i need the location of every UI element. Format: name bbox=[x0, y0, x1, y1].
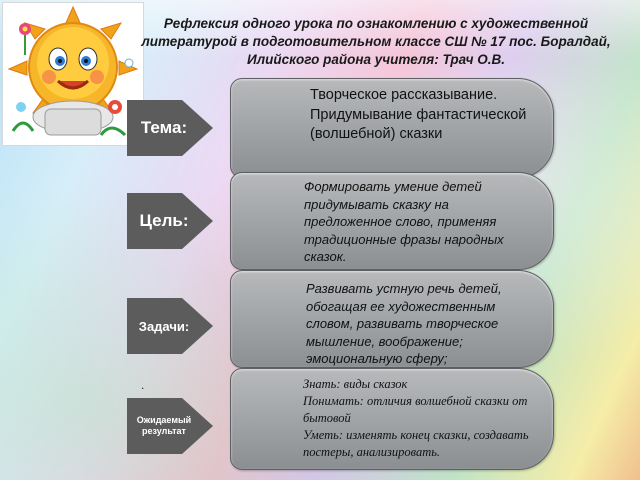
expected-understand-line: Понимать: отличия волшебной сказки от бы… bbox=[303, 394, 528, 425]
label-expected-result: Ожидаемый результат bbox=[136, 415, 192, 436]
banner-goal bbox=[230, 172, 554, 270]
arrow-label-tasks: Задачи: bbox=[127, 298, 213, 354]
banner-topic bbox=[230, 78, 554, 178]
expected-result-text: Знать: виды сказок Понимать: отличия вол… bbox=[303, 376, 541, 461]
banner-tasks bbox=[230, 270, 554, 368]
banner-expected-result bbox=[230, 368, 554, 470]
expected-know-line: Знать: виды сказок bbox=[303, 377, 408, 391]
label-tasks: Задачи: bbox=[138, 318, 190, 334]
tasks-text: Развивать устную речь детей, обогащая ее… bbox=[306, 281, 502, 366]
arrow-label-expected-result: Ожидаемый результат bbox=[127, 398, 213, 454]
arrow-label-topic: Тема: bbox=[127, 100, 213, 156]
label-topic: Тема: bbox=[140, 118, 188, 137]
sun-character-icon bbox=[7, 5, 139, 137]
arrow-label-goal: Цель: bbox=[127, 193, 213, 249]
stray-dot: . bbox=[141, 378, 145, 392]
label-goal: Цель: bbox=[139, 211, 189, 230]
goal-text: Формировать умение детей придумывать ска… bbox=[304, 179, 504, 264]
sun-character-logo bbox=[2, 2, 144, 146]
page-title: Рефлексия одного урока по ознакомлению с… bbox=[141, 16, 611, 67]
topic-text: Творческое рассказывание. Придумывание ф… bbox=[310, 87, 527, 142]
expected-skill-line: Уметь: изменять конец сказки, создавать … bbox=[303, 428, 529, 459]
